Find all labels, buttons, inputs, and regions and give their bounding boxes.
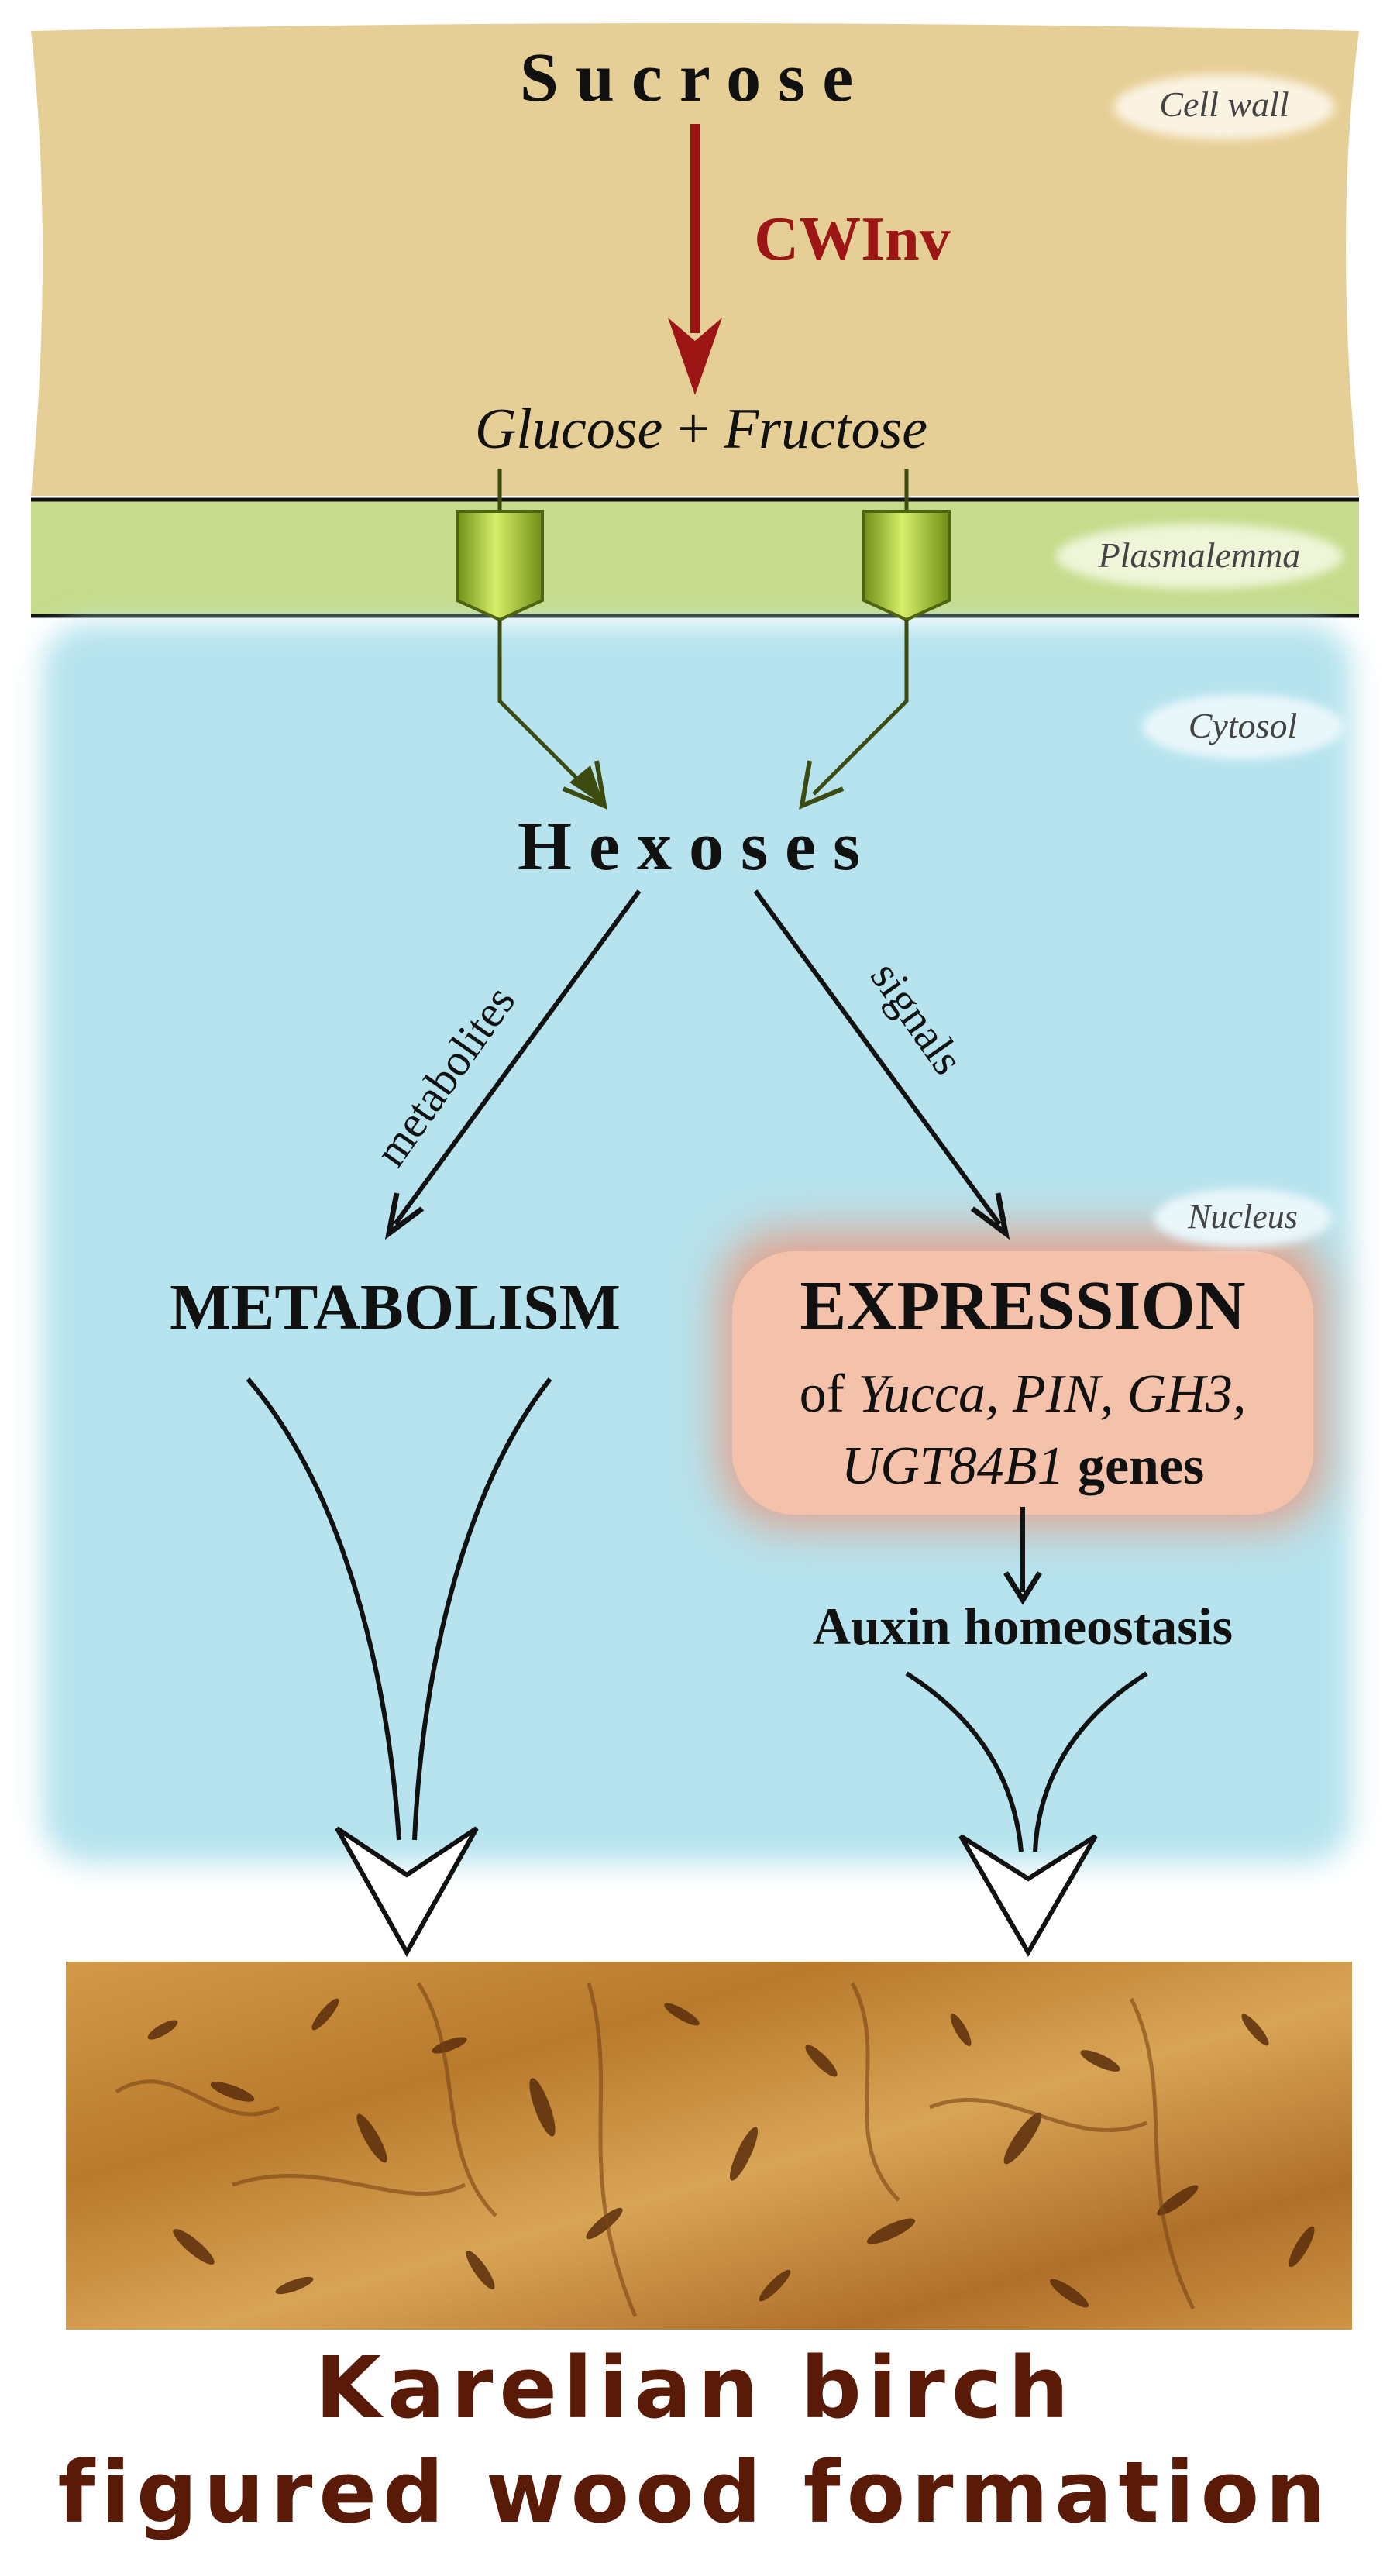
auxin-converging-arrow xyxy=(905,1671,1148,1957)
transporter-right xyxy=(862,469,951,622)
nucleus-label-pill: Nucleus xyxy=(1154,1188,1332,1247)
transport-arrow-left xyxy=(497,620,607,810)
transport-arrow-right xyxy=(799,620,909,810)
expression-to-auxin-arrow xyxy=(1003,1507,1042,1605)
transporter-left xyxy=(456,469,544,622)
expression-genes-line2: UGT84B1 genes xyxy=(841,1436,1205,1496)
signals-arrow xyxy=(753,889,1010,1240)
plus-sign: + xyxy=(677,397,710,461)
cytosol-label: Cytosol xyxy=(1189,706,1298,745)
expression-of-word: of xyxy=(800,1364,845,1424)
genes-list-1: Yucca, PIN, GH3, xyxy=(858,1364,1246,1424)
cytosol-label-pill: Cytosol xyxy=(1142,694,1344,759)
cwinv-label: CWInv xyxy=(754,205,950,273)
auxin-homeostasis-label: Auxin homeostasis xyxy=(813,1597,1233,1656)
cwinv-arrow xyxy=(668,124,722,395)
genes-word: genes xyxy=(1078,1436,1204,1496)
karelian-birch-wood-image xyxy=(66,1962,1352,2330)
result-title-line2: figured wood formation xyxy=(58,2443,1333,2542)
nucleus-region xyxy=(721,1232,1325,1526)
sucrose-label: Sucrose xyxy=(520,40,870,116)
nucleus-label: Nucleus xyxy=(1187,1198,1298,1236)
metabolites-arrow xyxy=(384,889,642,1240)
plasmalemma-label: Plasmalemma xyxy=(1098,535,1301,575)
metabolism-converging-arrow xyxy=(246,1377,552,1958)
glucose-label: Glucose xyxy=(475,397,663,461)
plasmalemma-label-pill: Plasmalemma xyxy=(1056,524,1343,589)
hexoses-label: Hexoses xyxy=(518,808,877,885)
fructose-label: Fructose xyxy=(723,397,927,461)
expression-genes-line1: of Yucca, PIN, GH3, xyxy=(800,1364,1247,1424)
cell-wall-label-pill: Cell wall xyxy=(1114,74,1334,139)
expression-label: EXPRESSION xyxy=(800,1267,1245,1344)
glucose-fructose-line: Glucose + Fructose xyxy=(475,397,927,461)
result-title-line1: Karelian birch xyxy=(315,2338,1075,2437)
genes-list-2: UGT84B1 xyxy=(841,1436,1065,1496)
cell-wall-label: Cell wall xyxy=(1159,84,1289,124)
metabolism-label: METABOLISM xyxy=(170,1271,621,1343)
